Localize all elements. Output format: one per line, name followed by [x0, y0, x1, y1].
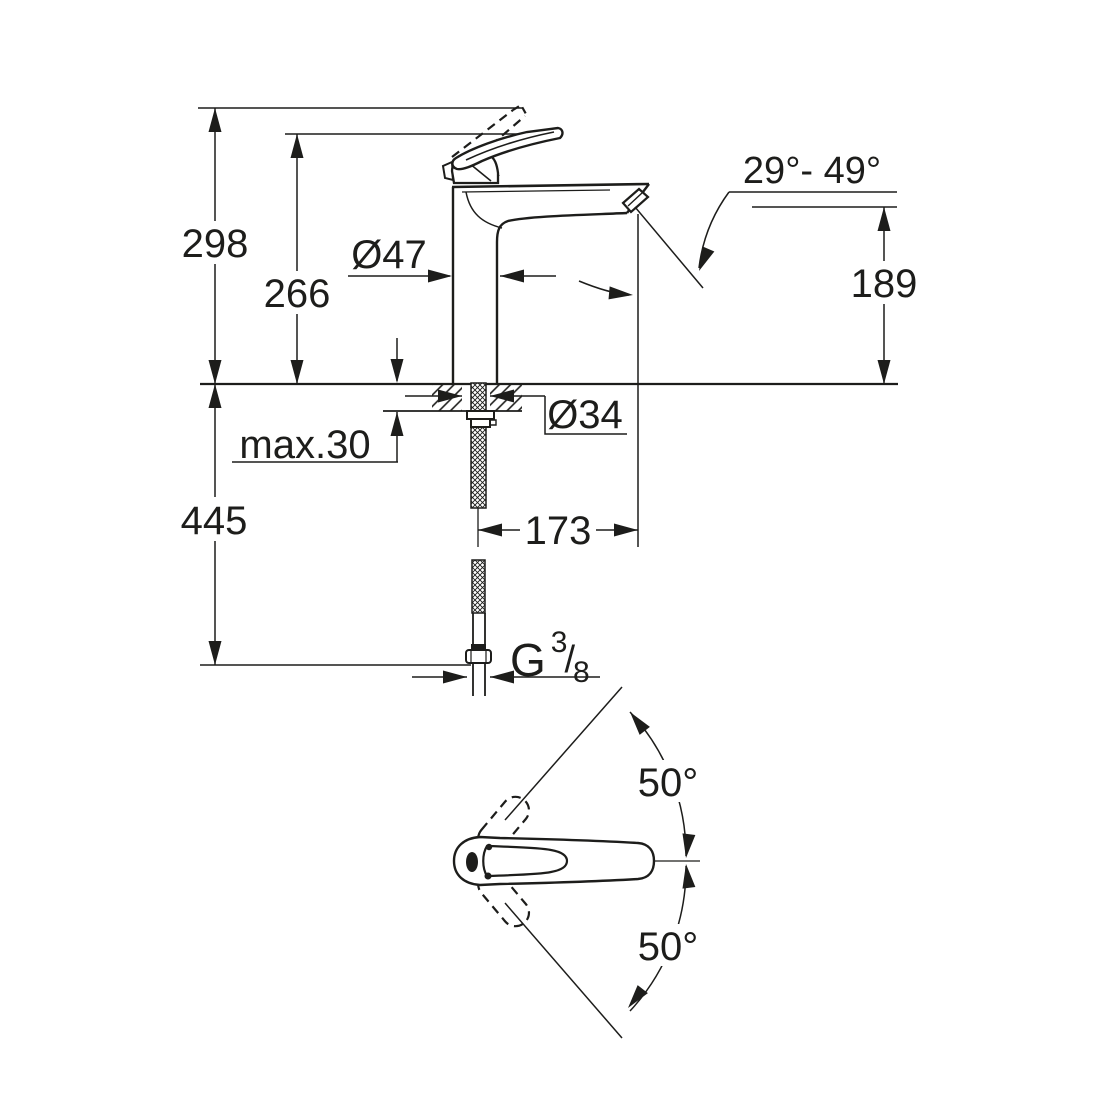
arrowhead [614, 523, 638, 537]
spout-top-edge [451, 182, 650, 189]
label-189: 189 [851, 262, 918, 306]
label-445: 445 [181, 499, 248, 543]
handle-open-dashed-tip [512, 103, 527, 115]
arrowhead [608, 286, 634, 302]
dimension-max30: max.30 [232, 338, 404, 467]
spout-underside [495, 211, 628, 243]
swing-limit-line-lower [504, 902, 623, 1039]
label-bg [263, 271, 331, 314]
arrowhead [208, 360, 222, 384]
thread-slash: / [564, 639, 575, 681]
dimension-189: 189 [850, 207, 918, 384]
label-swing-upper: 50° [638, 761, 699, 805]
mounting-nut [470, 418, 491, 428]
thread-letter: G [510, 634, 546, 686]
faucet-body-side-view [451, 182, 650, 383]
indicator-dot-cold [484, 872, 492, 880]
thread-numerator: 3 [551, 626, 568, 659]
label-bg [632, 924, 706, 966]
label-266: 266 [264, 272, 331, 316]
arrowhead [208, 384, 222, 408]
handle-cap-slot [466, 852, 478, 872]
hose-ferrule [471, 644, 486, 650]
arrowhead [679, 833, 696, 859]
dimension-298: 298 [181, 108, 249, 384]
dimension-body-diameter: Ø47 [348, 233, 556, 283]
mounting-washer [466, 410, 495, 420]
label-bg [520, 508, 596, 551]
handle-top-inner-ridge [482, 844, 569, 878]
label-o47: Ø47 [351, 233, 427, 277]
arrowhead [478, 523, 502, 537]
arrowhead [693, 246, 715, 274]
spout-top-inner-edge [461, 189, 611, 193]
arrowhead [208, 108, 222, 132]
label-298: 298 [182, 222, 249, 266]
hose-tube-lower [472, 663, 486, 696]
lever-blade [451, 126, 564, 171]
mounting-hardware [465, 382, 497, 696]
o34-leader [544, 396, 627, 435]
label-swing-lower: 50° [638, 925, 699, 969]
arrowhead [290, 360, 304, 384]
label-bg [850, 261, 918, 304]
arrowhead [208, 641, 222, 665]
arrowhead [877, 207, 891, 231]
label-bg [632, 760, 706, 802]
label-max30: max.30 [239, 423, 370, 467]
aerator-inner-line [627, 192, 643, 207]
hose-tube-upper [472, 613, 486, 645]
nut-tab [490, 419, 497, 426]
arrowhead [290, 134, 304, 158]
threaded-rod [470, 382, 487, 509]
lever-blade-highlight [465, 131, 555, 161]
stream-angle-line [634, 206, 704, 289]
connector-nut-facets [470, 650, 487, 663]
arrowhead [500, 269, 524, 283]
arrowhead [877, 360, 891, 384]
handle-top-view: 50° 50° [452, 686, 706, 1039]
thread-denominator: 8 [573, 656, 590, 689]
label-angle-range: 29°- 49° [743, 150, 881, 192]
indicator-dot-hot [485, 843, 493, 851]
label-bg [180, 497, 250, 541]
dimension-hole-diameter: Ø34 [405, 389, 627, 437]
dimension-173: 173 [478, 508, 638, 553]
arrowhead [390, 359, 404, 383]
angle-arc [698, 191, 730, 269]
arrowhead [428, 269, 452, 283]
flex-hose-braid [471, 559, 486, 614]
hose-connector-nut [465, 649, 492, 664]
dimension-spout-angle: 29°- 49° [578, 150, 881, 302]
label-o34: Ø34 [547, 393, 623, 437]
handle-side-view [441, 103, 564, 185]
label-173: 173 [525, 509, 592, 553]
extension-lines [198, 107, 897, 666]
arrowhead [443, 670, 467, 684]
arrowhead [390, 412, 404, 436]
aerator [621, 187, 650, 214]
label-bg [181, 221, 249, 264]
dimension-266: 266 [263, 134, 331, 384]
body-neck-curve [465, 191, 503, 229]
handle-open-dashed-outer [451, 109, 514, 158]
arrowhead [679, 863, 696, 889]
arrowhead [622, 985, 648, 1013]
swing-limit-line-upper [504, 686, 623, 821]
dimension-445: 445 [180, 384, 250, 665]
